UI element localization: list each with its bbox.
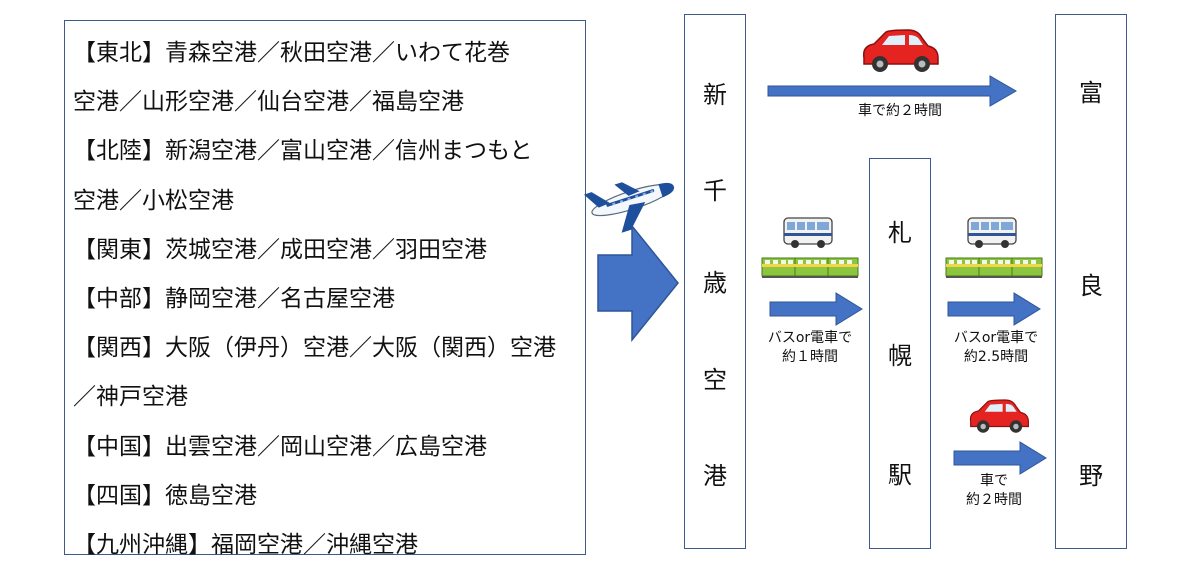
- node-sapporo-station: 札 幌 駅: [869, 158, 931, 549]
- node-char: 千: [703, 177, 727, 205]
- car-icon: [862, 29, 939, 72]
- airport-line-kansai-1: 【関西】大阪（伊丹）空港／大阪（関西）空港: [73, 335, 556, 362]
- airport-line-shikoku: 【四国】徳島空港: [73, 482, 257, 509]
- airport-line-kanto: 【関東】茨城空港／成田空港／羽田空港: [73, 236, 487, 263]
- train-icon: [761, 257, 859, 278]
- caption-line: バスor電車で: [767, 330, 853, 346]
- airport-line-tohoku-1: 【東北】青森空港／秋田空港／いわて花巻: [73, 40, 510, 66]
- node-char: 幌: [888, 342, 912, 370]
- airport-line-hokuriku-2: 空港／小松空港: [73, 187, 234, 214]
- caption-line: 車で: [980, 473, 1008, 489]
- node-char: 富: [1079, 79, 1103, 107]
- node-char: 札: [888, 219, 912, 247]
- airport-list: 【東北】青森空港／秋田空港／いわて花巻 空港／山形空港／仙台空港／福島空港 【北…: [64, 20, 586, 558]
- transit-arrow-sapporo-furano: [947, 292, 1041, 326]
- node-char: 新: [703, 81, 727, 109]
- train-icon: [945, 257, 1043, 278]
- route-caption-sapporo-furano-car: 車で 約２時間: [940, 472, 1048, 510]
- transit-arrow-chitose-sapporo: [769, 292, 863, 326]
- car-arrow-chitose-furano: [767, 75, 1018, 107]
- flight-arrow: [597, 223, 679, 343]
- airport-line-kansai-2: ／神戸空港: [73, 384, 188, 411]
- node-char: 歳: [703, 269, 727, 297]
- caption-line: 約１時間: [782, 349, 838, 365]
- airport-line-chugoku: 【中国】出雲空港／岡山空港／広島空港: [73, 433, 487, 460]
- node-char: 駅: [888, 461, 912, 489]
- node-char: 良: [1079, 272, 1103, 300]
- route-caption-chitose-sapporo: バスor電車で 約１時間: [748, 329, 872, 367]
- airplane-icon: [583, 182, 675, 233]
- route-caption-chitose-furano: 車で約２時間: [858, 103, 942, 119]
- caption-line: バスor電車で: [953, 330, 1039, 346]
- node-char: 野: [1079, 462, 1103, 490]
- airport-line-hokuriku-1: 【北陸】新潟空港／富山空港／信州まつもと: [73, 138, 533, 165]
- route-caption-sapporo-furano-transit: バスor電車で 約2.5時間: [932, 329, 1060, 367]
- node-char: 空: [703, 366, 727, 394]
- airport-line-tohoku-2: 空港／山形空港／仙台空港／福島空港: [73, 89, 464, 116]
- car-icon: [969, 399, 1029, 433]
- caption-line: 約２時間: [966, 492, 1022, 508]
- node-char: 港: [703, 462, 727, 490]
- node-furano: 富 良 野: [1055, 14, 1127, 549]
- bus-icon: [783, 217, 833, 248]
- node-shin-chitose-airport: 新 千 歳 空 港: [684, 14, 746, 549]
- caption-line: 約2.5時間: [963, 349, 1029, 365]
- airport-line-kyushu-okinawa: 【九州沖縄】福岡空港／沖縄空港: [73, 531, 418, 558]
- bus-icon: [967, 217, 1017, 248]
- car-arrow-sapporo-furano: [953, 441, 1047, 475]
- airport-line-chubu: 【中部】静岡空港／名古屋空港: [73, 285, 395, 312]
